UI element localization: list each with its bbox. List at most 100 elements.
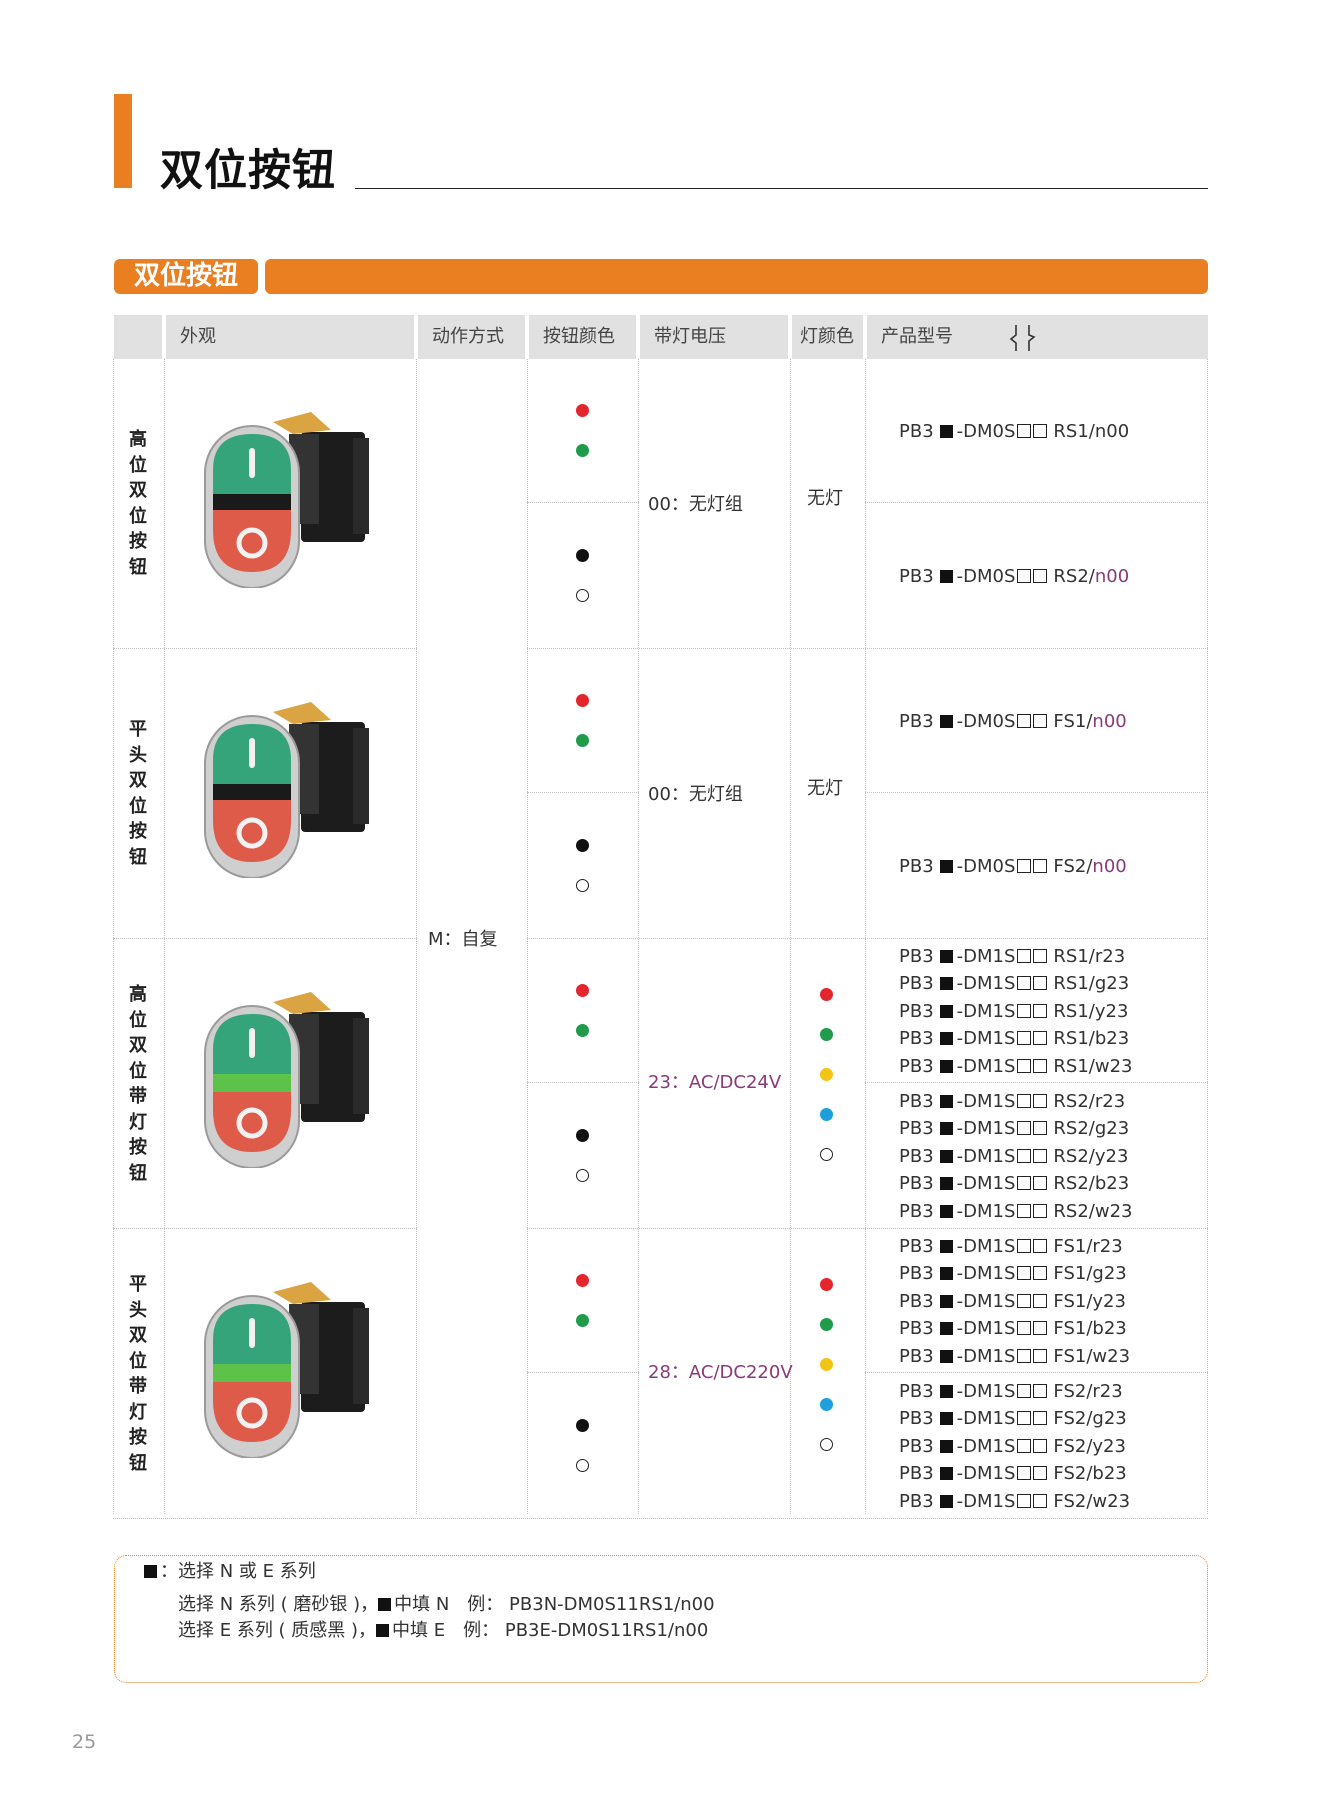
white-circle-icon	[576, 879, 589, 892]
header-voltage: 带灯电压	[640, 315, 788, 359]
empty-box-icon	[1033, 1093, 1048, 1108]
empty-box-icon	[1017, 1058, 1032, 1073]
title-accent-bar	[114, 94, 132, 188]
empty-box-icon	[1017, 713, 1032, 728]
empty-box-icon	[1017, 1148, 1032, 1163]
empty-box-icon	[1033, 568, 1048, 583]
white-circle-icon	[576, 589, 589, 602]
black-square-icon	[939, 1267, 953, 1280]
row-label-3: 高位双位带灯按钮	[129, 984, 147, 1184]
voltage-value: 00：无灯组	[648, 494, 743, 515]
lamp-yellow-dot-icon	[820, 1358, 833, 1371]
lamp-blue-dot-icon	[820, 1398, 833, 1411]
product-photo-flat-lamp	[204, 1282, 369, 1458]
row-label-2: 平头双位按钮	[129, 719, 147, 868]
black-square-icon	[939, 949, 953, 963]
black-square-icon	[939, 1349, 953, 1363]
note-line-2: 选择 N 系列 ( 磨砂银 )，中填 N 例： PB3N-DM0S11RS1/n…	[178, 1594, 715, 1615]
empty-box-icon	[1033, 1321, 1048, 1335]
lamp-yellow-dot-icon	[820, 1068, 833, 1081]
empty-box-icon	[1033, 1466, 1048, 1480]
black-square-icon	[939, 1239, 953, 1253]
empty-box-icon	[1017, 1093, 1032, 1108]
white-circle-icon	[576, 1459, 589, 1472]
empty-box-icon	[1033, 713, 1048, 728]
row-label-1: 高位双位按钮	[129, 429, 147, 578]
empty-box-icon	[1017, 1238, 1032, 1253]
black-square-icon	[939, 1412, 953, 1425]
green-dot-icon	[576, 1024, 589, 1037]
voltage-value: 28：AC/DC220V	[648, 1362, 793, 1383]
empty-box-icon	[1017, 858, 1032, 873]
lamp-green-dot-icon	[820, 1318, 833, 1331]
black-square-icon	[939, 1204, 953, 1218]
lamp-white-circle-icon	[820, 1148, 833, 1161]
lamp-green-dot-icon	[820, 1028, 833, 1041]
lamp-red-dot-icon	[820, 988, 833, 1001]
black-square-icon	[378, 1598, 392, 1611]
red-dot-icon	[576, 694, 589, 707]
green-dot-icon	[576, 444, 589, 457]
black-square-icon	[939, 859, 953, 873]
black-square-icon	[376, 1624, 390, 1637]
empty-box-icon	[1017, 1203, 1032, 1218]
empty-box-icon	[1017, 1411, 1032, 1425]
black-square-icon	[939, 1467, 953, 1480]
lamp-blue-dot-icon	[820, 1108, 833, 1121]
empty-box-icon	[1017, 1438, 1032, 1453]
switch-symbol-icon	[1009, 325, 1036, 351]
empty-box-icon	[1033, 1058, 1048, 1073]
black-square-icon	[939, 1094, 953, 1108]
red-dot-icon	[576, 1274, 589, 1287]
product-photo-flat	[204, 702, 369, 878]
empty-box-icon	[1017, 1176, 1032, 1190]
empty-box-icon	[1017, 948, 1032, 963]
page-title: 双位按钮	[160, 146, 336, 196]
empty-box-icon	[1017, 1121, 1032, 1135]
header-button-color: 按钮颜色	[529, 315, 636, 359]
empty-box-icon	[1017, 1383, 1032, 1398]
lamp-none: 无灯	[807, 778, 843, 799]
empty-box-icon	[1033, 1238, 1048, 1253]
product-photo-raised	[204, 412, 369, 588]
header-cell-blank	[114, 315, 162, 359]
page-number: 25	[72, 1731, 97, 1753]
red-dot-icon	[576, 984, 589, 997]
header-action: 动作方式	[418, 315, 525, 359]
black-square-icon	[939, 1322, 953, 1335]
empty-box-icon	[1033, 1383, 1048, 1398]
lamp-none: 无灯	[807, 488, 843, 509]
header-lamp-color: 灯颜色	[792, 315, 863, 359]
empty-box-icon	[1017, 423, 1032, 438]
empty-box-icon	[1033, 1148, 1048, 1163]
black-square-icon	[939, 1439, 953, 1453]
section-bar	[265, 259, 1208, 294]
note-line-3: 选择 E 系列 ( 质感黑 )，中填 E 例： PB3E-DM0S11RS1/n…	[178, 1620, 709, 1641]
black-dot-icon	[576, 549, 589, 562]
empty-box-icon	[1033, 858, 1048, 873]
note-line-1: ：选择 N 或 E 系列	[144, 1558, 316, 1586]
green-dot-icon	[576, 1314, 589, 1327]
empty-box-icon	[1033, 1176, 1048, 1190]
empty-box-icon	[1033, 1031, 1048, 1045]
black-dot-icon	[576, 1419, 589, 1432]
empty-box-icon	[1017, 1003, 1032, 1018]
empty-box-icon	[1033, 1293, 1048, 1308]
black-square-icon	[939, 1494, 953, 1508]
voltage-value: 23：AC/DC24V	[648, 1072, 782, 1093]
